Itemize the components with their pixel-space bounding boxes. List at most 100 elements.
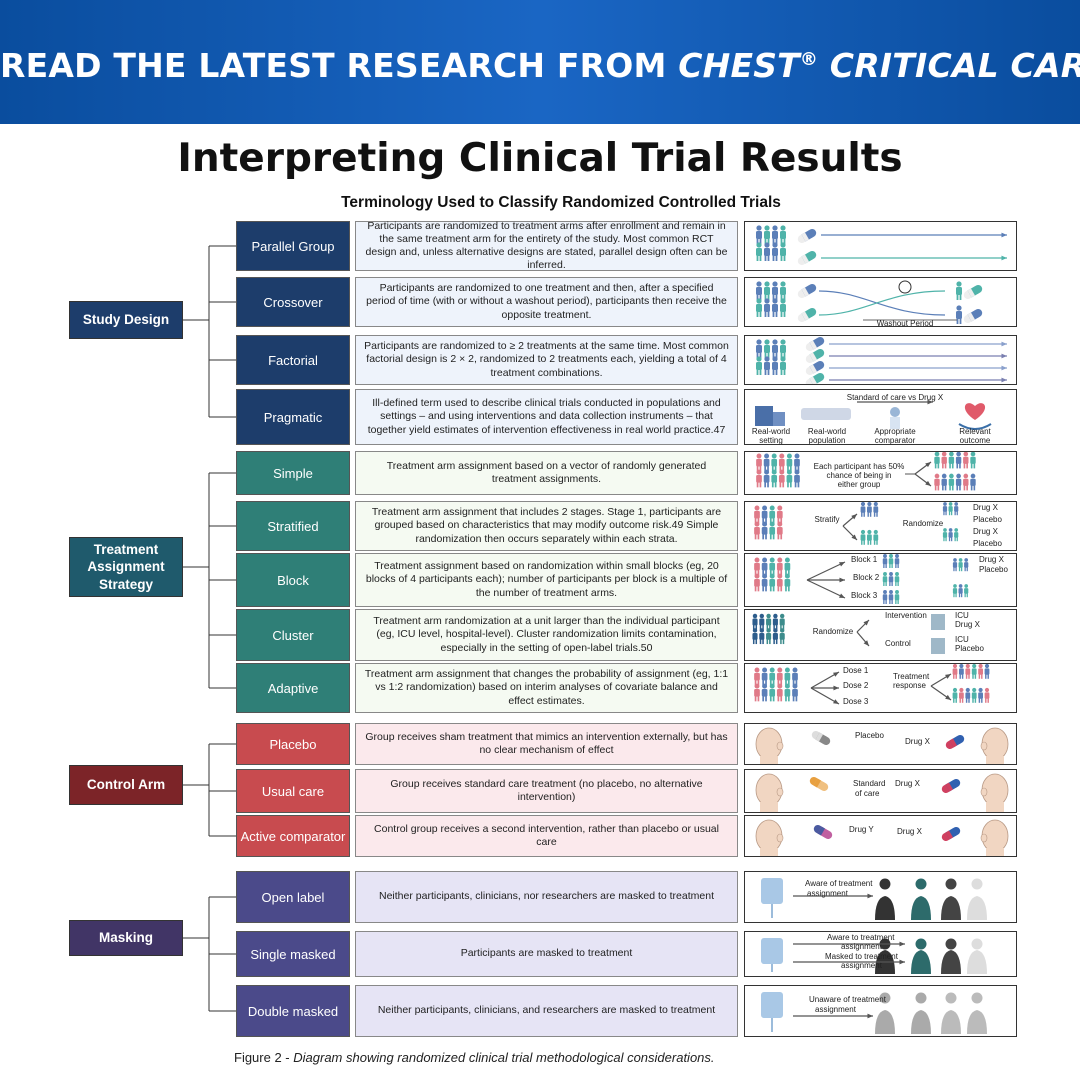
participant-icon <box>764 225 770 244</box>
patient-head-icon <box>755 773 784 812</box>
capsule-icon <box>797 251 817 265</box>
participant-icon <box>764 242 770 261</box>
participant-icon <box>761 573 768 592</box>
participant-icon <box>771 469 778 488</box>
term-simple: Simple <box>236 451 350 495</box>
participant-icon <box>942 502 948 516</box>
participant-icon <box>772 339 778 358</box>
participant-icon <box>769 557 776 576</box>
icu-label: ICU <box>955 611 969 620</box>
arrow <box>829 377 1007 383</box>
arrow <box>856 619 870 633</box>
term-pragmatic: Pragmatic <box>236 389 350 445</box>
participant-icon <box>934 473 940 491</box>
participant-icon <box>764 281 770 300</box>
participant-icon <box>776 505 783 524</box>
bracket-connectors <box>183 245 236 1012</box>
category-study-design: Study Design <box>69 301 183 339</box>
participant-icon <box>952 584 958 598</box>
arrow <box>806 579 846 599</box>
participant-icon <box>888 590 894 604</box>
participant-icon <box>756 469 762 488</box>
participant-icon <box>769 683 776 702</box>
arrow <box>930 673 952 687</box>
description-adaptive: Treatment arm assignment that changes th… <box>355 663 738 713</box>
participant-icon <box>894 572 900 586</box>
arrow <box>807 577 845 583</box>
participant-icon <box>888 572 894 586</box>
term-stratified: Stratified <box>236 501 350 551</box>
arrow <box>829 341 1007 347</box>
arrow <box>914 461 932 475</box>
participant-icon <box>882 572 888 586</box>
clinician-icon <box>911 992 931 1034</box>
participant-icon <box>941 452 947 469</box>
participant-icon <box>784 573 791 592</box>
participant-icon <box>794 453 800 472</box>
arrow <box>821 255 1007 261</box>
capsule-icon <box>809 777 829 791</box>
participant-icon <box>784 683 791 702</box>
standard-of-care-label: of care <box>855 789 880 798</box>
participant-icon <box>752 613 758 630</box>
dose-1-label: Dose 1 <box>843 666 869 675</box>
simple-label: chance of being in <box>827 471 892 480</box>
participant-icon <box>948 528 953 542</box>
participant-icon <box>948 473 955 491</box>
participant-icon <box>754 557 760 576</box>
arrow <box>856 631 870 647</box>
participant-icon <box>759 628 765 645</box>
participant-icon <box>769 573 776 592</box>
participant-icon <box>964 558 969 572</box>
masked-label: Masked to treatment <box>825 952 899 961</box>
arrow <box>810 671 840 689</box>
capsule-icon <box>797 284 817 298</box>
arrow <box>811 685 839 691</box>
participant-icon <box>965 664 971 679</box>
patient-head-icon <box>980 773 1009 812</box>
participant-icon <box>971 687 977 703</box>
participant-icon <box>766 628 772 645</box>
arrow <box>829 365 1007 371</box>
caption-text: Diagram showing randomized clinical tria… <box>293 1050 715 1065</box>
drug-x-label: Drug X <box>895 779 921 788</box>
term-adaptive: Adaptive <box>236 663 350 713</box>
real-world-population-label: Real-world <box>808 427 846 436</box>
participant-icon <box>780 356 786 375</box>
participant-icon <box>948 502 953 516</box>
randomize-label: Randomize <box>813 627 854 636</box>
capsule-icon <box>813 825 833 839</box>
participant-icon <box>958 584 963 598</box>
real-world-setting-label: Real-world <box>752 427 790 436</box>
participant-icon <box>754 505 760 524</box>
participant-icon <box>756 298 762 317</box>
term-active-comparator: Active comparator <box>236 815 350 857</box>
participant-icon <box>776 557 783 576</box>
term-double-masked: Double masked <box>236 985 350 1037</box>
description-cluster: Treatment arm randomization at a unit la… <box>355 609 738 661</box>
participant-icon <box>784 667 791 686</box>
participant-icon <box>894 554 900 568</box>
capsule-icon <box>945 735 965 749</box>
placebo-label: Placebo <box>855 731 884 740</box>
participant-icon <box>955 452 962 469</box>
participant-icon <box>754 667 760 686</box>
masked-label: assignment <box>841 961 883 970</box>
description-usual-care: Group receives standard care treatment (… <box>355 769 738 813</box>
clinician-icon <box>967 878 987 920</box>
participant-icon <box>970 473 976 491</box>
participant-icon <box>882 554 888 568</box>
description-simple: Treatment arm assignment based on a vect… <box>355 451 738 495</box>
clinician-icon <box>941 992 961 1034</box>
participant-icon <box>771 453 778 472</box>
arrow <box>793 1013 873 1019</box>
participant-icon <box>772 281 778 300</box>
participant-icon <box>772 225 778 244</box>
term-open-label: Open label <box>236 871 350 923</box>
participant-icon <box>756 225 762 244</box>
drug-y-label: Drug Y <box>849 825 874 834</box>
participant-icon <box>780 281 786 300</box>
